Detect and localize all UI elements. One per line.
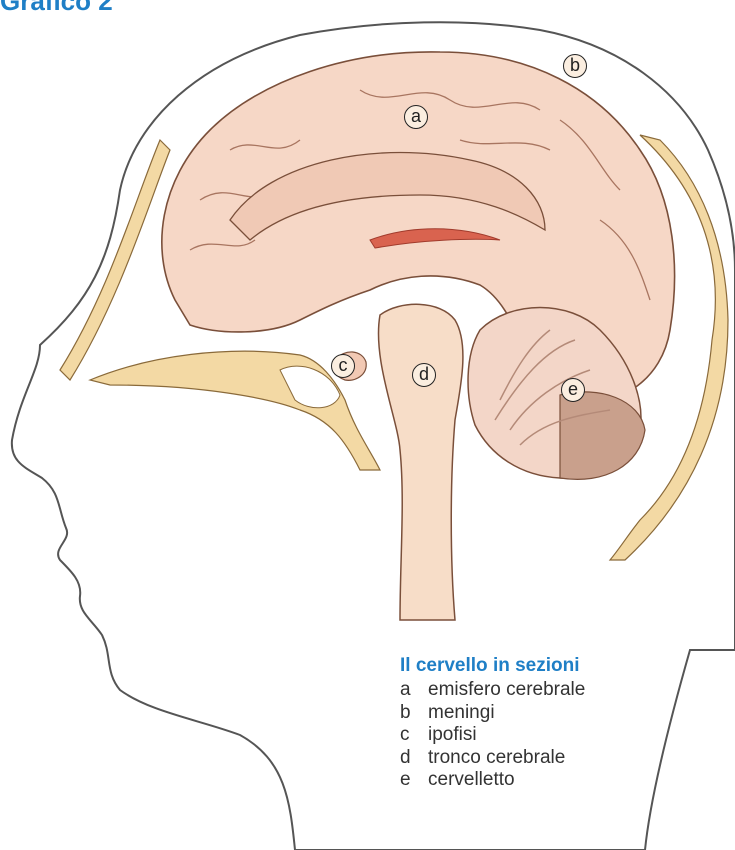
legend-label: cervelletto [428,769,515,792]
legend-letter: d [400,747,428,770]
legend-item: b meningi [400,702,730,725]
marker-b: b [563,54,587,78]
legend: Il cervello in sezioni a emisfero cerebr… [400,655,730,792]
legend-item: d tronco cerebrale [400,747,730,770]
marker-a: a [404,105,428,129]
marker-e: e [561,378,585,402]
marker-d: d [412,363,436,387]
legend-title: Il cervello in sezioni [400,655,730,677]
legend-label: emisfero cerebrale [428,679,585,702]
legend-label: ipofisi [428,724,477,747]
legend-item: e cervelletto [400,769,730,792]
marker-c: c [331,354,355,378]
legend-letter: a [400,679,428,702]
legend-label: tronco cerebrale [428,747,565,770]
legend-label: meningi [428,702,495,725]
legend-item: c ipofisi [400,724,730,747]
legend-item: a emisfero cerebrale [400,679,730,702]
legend-letter: b [400,702,428,725]
legend-letter: c [400,724,428,747]
legend-letter: e [400,769,428,792]
